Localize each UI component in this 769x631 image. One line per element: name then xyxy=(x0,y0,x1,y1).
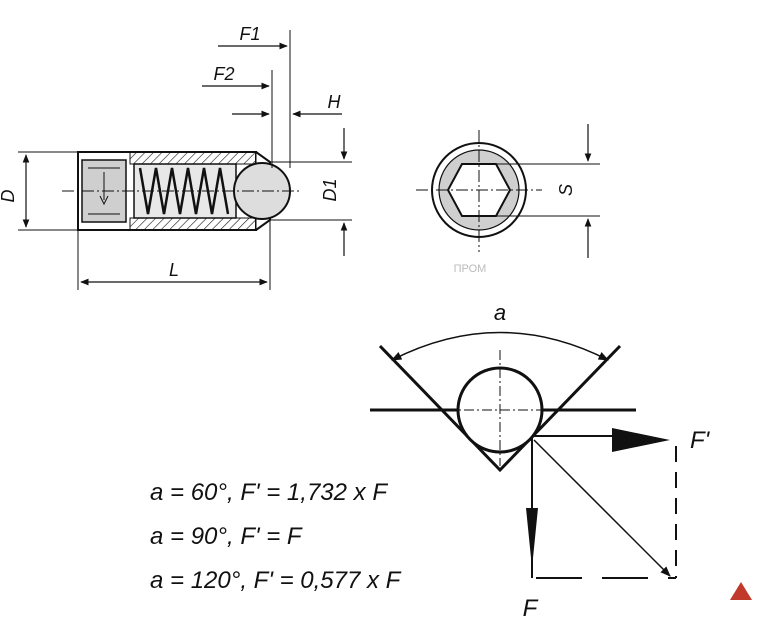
arrow-F-prime xyxy=(612,428,670,452)
side-view: D L F1 F2 H D1 xyxy=(0,24,352,290)
label-S: S xyxy=(556,184,576,196)
force-diagram: a F' F xyxy=(370,300,711,622)
formula-60: a = 60°, F' = 1,732 x F xyxy=(150,479,388,506)
thread-hatch-top xyxy=(129,151,257,165)
label-F: F xyxy=(523,595,539,622)
label-D: D xyxy=(0,190,18,203)
watermark: ПРОМ xyxy=(454,263,487,275)
arrow-F xyxy=(526,508,538,568)
formulas: a = 60°, F' = 1,732 x F a = 90°, F' = F … xyxy=(150,479,402,594)
resultant xyxy=(533,439,671,577)
label-F1: F1 xyxy=(239,24,260,44)
corner-logo xyxy=(730,582,752,600)
formula-90: a = 90°, F' = F xyxy=(150,523,303,550)
thread-hatch-bottom xyxy=(129,217,257,231)
formula-120: a = 120°, F' = 0,577 x F xyxy=(150,567,402,594)
label-a: a xyxy=(494,300,506,325)
front-view: S xyxy=(416,124,600,258)
label-L: L xyxy=(169,260,179,280)
label-D1: D1 xyxy=(320,178,340,201)
label-F-prime: F' xyxy=(690,427,711,454)
v-groove xyxy=(378,344,622,473)
angle-arc xyxy=(391,331,609,361)
label-F2: F2 xyxy=(213,64,234,84)
label-H: H xyxy=(328,92,342,112)
